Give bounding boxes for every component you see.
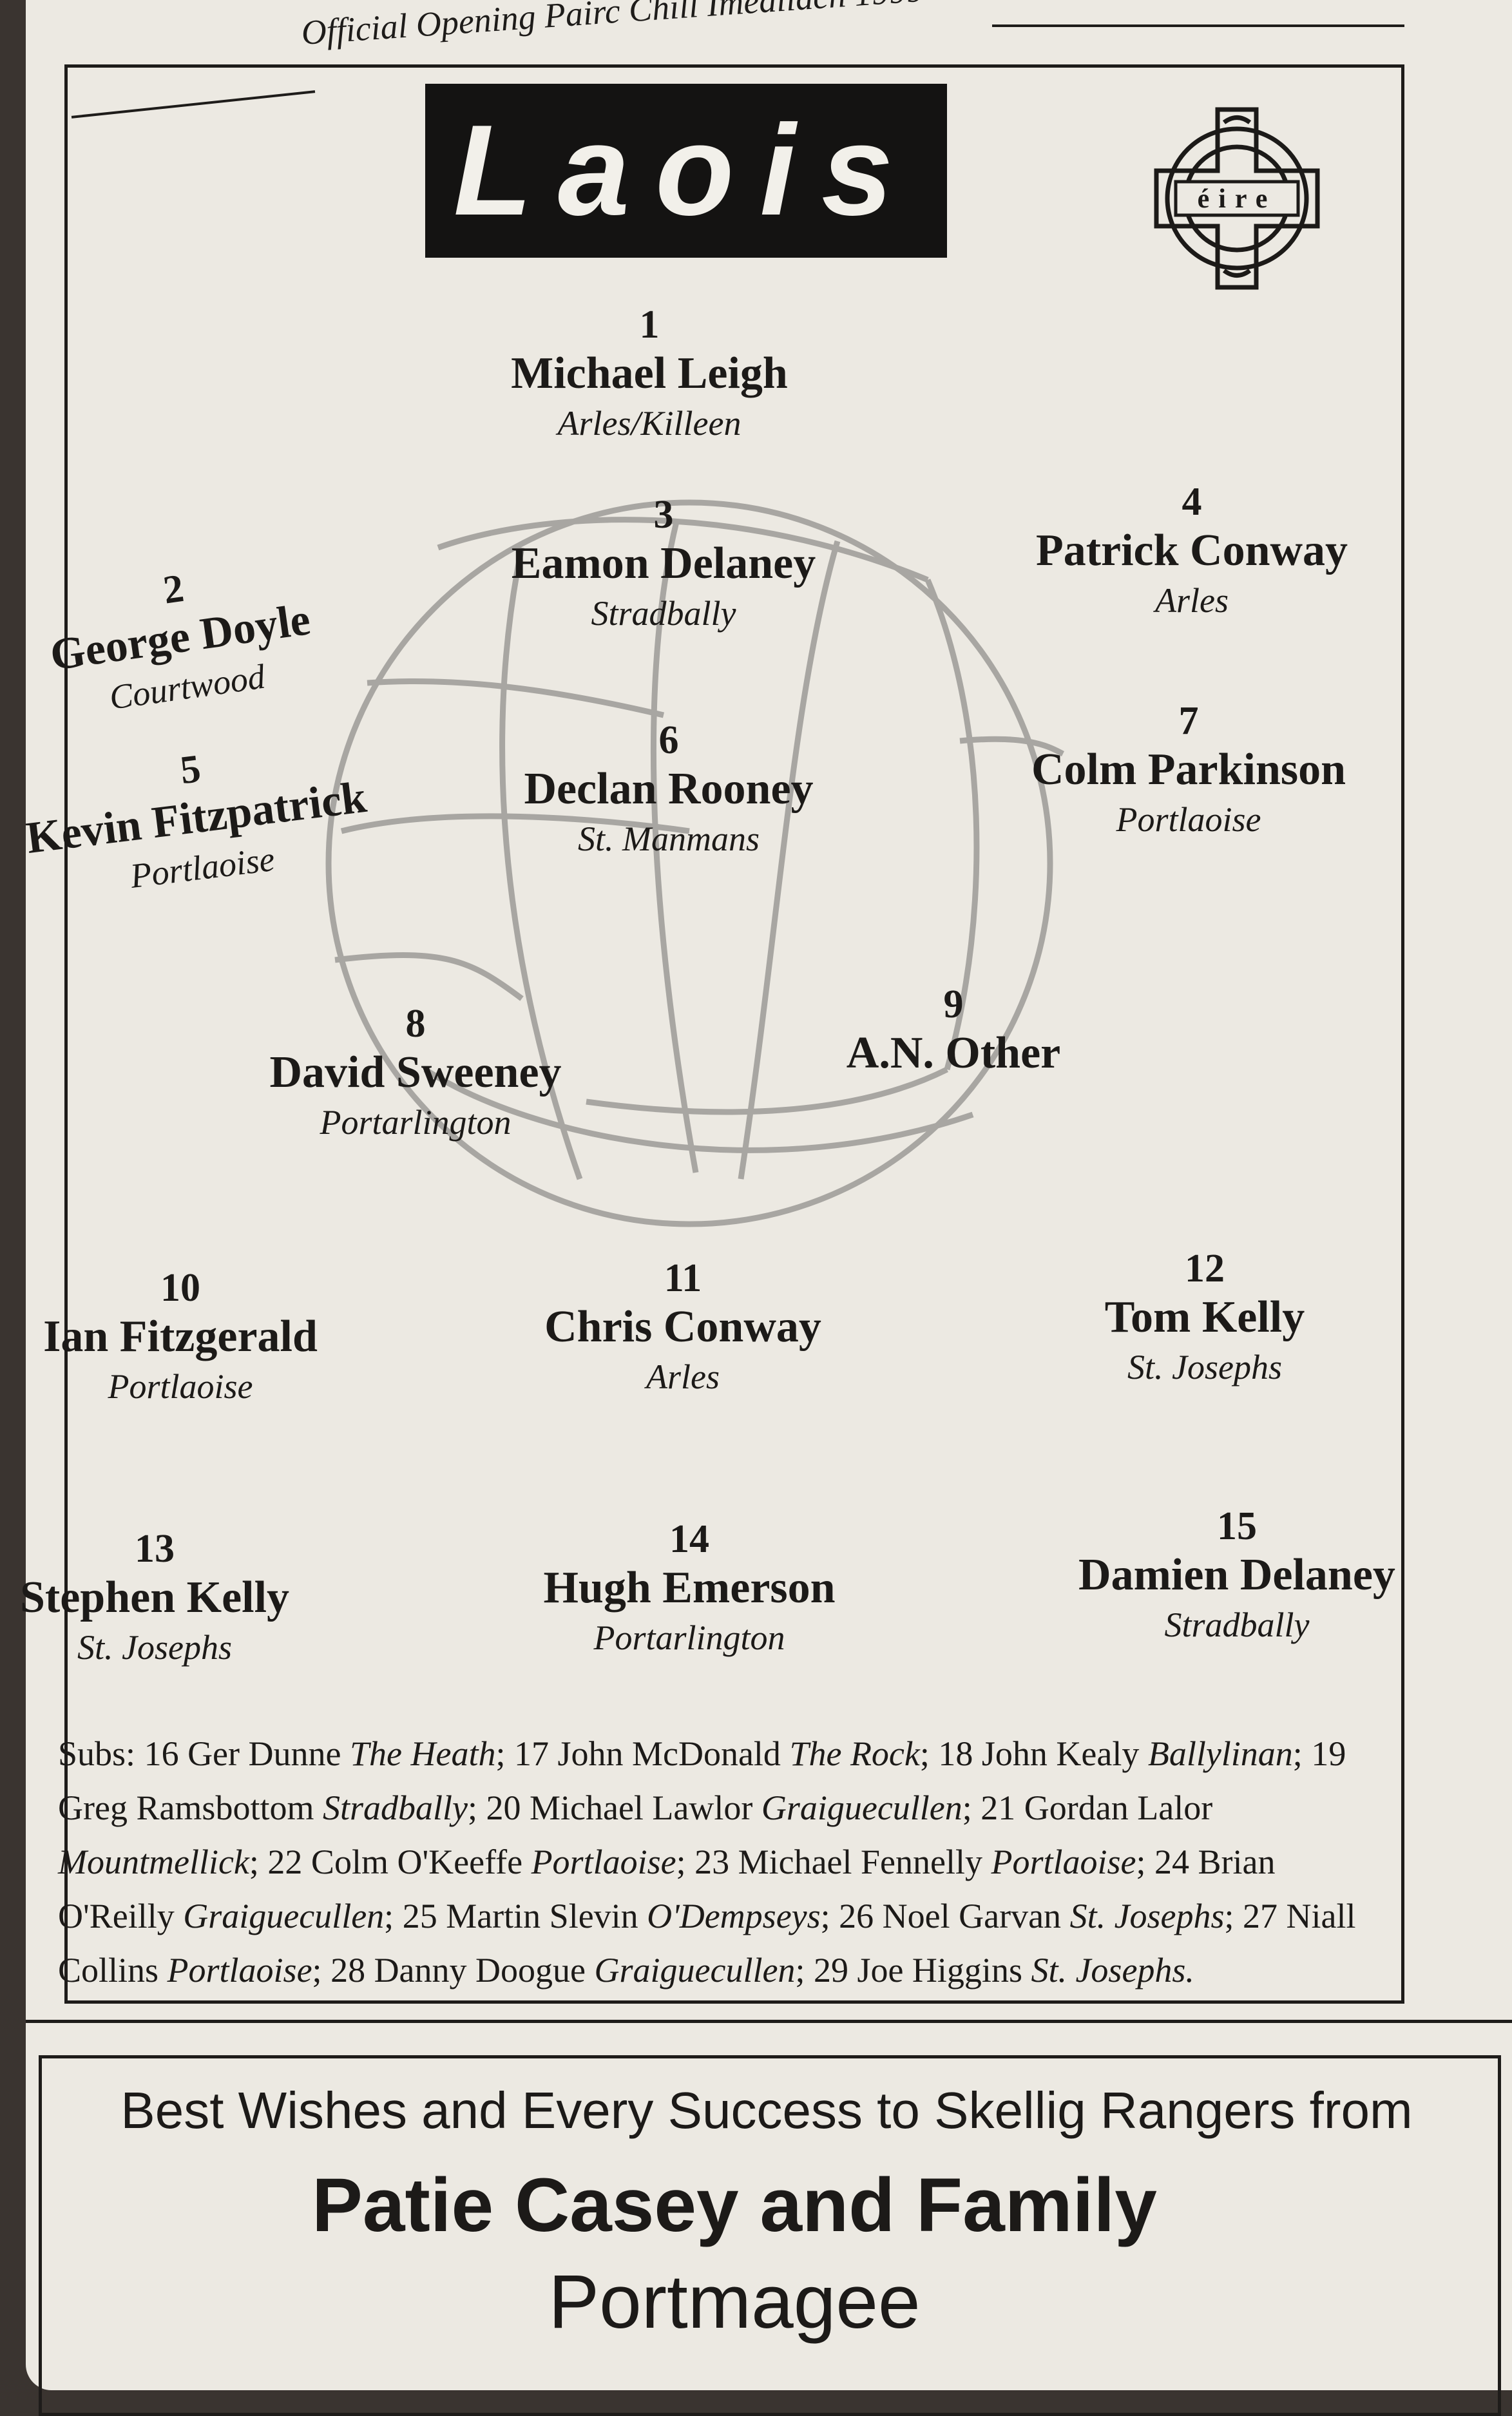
sub-club: Graiguecullen (183, 1897, 385, 1935)
player-number: 1 (639, 303, 660, 347)
player-number: 8 (405, 1002, 426, 1046)
sub-club: Portlaoise (531, 1843, 676, 1881)
player-name: Michael Leigh (511, 349, 788, 399)
player-11: 11 Chris Conway Arles (457, 1256, 908, 1399)
player-club: Stradbally (1164, 1606, 1310, 1645)
subs-label: Subs: (58, 1734, 136, 1773)
sub-name: 25 Martin Slevin (402, 1897, 638, 1935)
player-name: Patrick Conway (1035, 526, 1348, 576)
player-number: 13 (135, 1527, 175, 1571)
sub-name: 28 Danny Doogue (330, 1951, 586, 1989)
sub-club: Portlaoise (991, 1843, 1136, 1881)
programme-page: Official Opening Pairc Chill Imeallach 1… (20, 0, 1512, 2416)
player-15: 15 Damien Delaney Stradbally (1011, 1504, 1462, 1647)
team-title-box: Laois (425, 84, 947, 258)
sub-name: 26 Noel Garvan (839, 1897, 1062, 1935)
player-name: Eamon Delaney (511, 539, 816, 589)
sub-name: 16 Ger Dunne (144, 1734, 341, 1773)
header-rule (992, 24, 1404, 27)
player-number: 10 (160, 1266, 200, 1310)
section-divider (26, 2020, 1512, 2023)
player-name: Chris Conway (544, 1302, 821, 1352)
player-name: Colm Parkinson (1031, 745, 1346, 795)
player-club: Arles (646, 1357, 720, 1397)
sub-club: The Rock (789, 1734, 920, 1773)
player-12: 12 Tom Kelly St. Josephs (979, 1247, 1430, 1390)
player-club: Arles/Killeen (557, 404, 742, 443)
sub-club: O'Dempseys (647, 1897, 821, 1935)
player-club: Portlaoise (1116, 800, 1261, 839)
player-number: 9 (943, 983, 964, 1026)
player-8: 8 David Sweeney Portarlington (190, 1002, 641, 1145)
player-7: 7 Colm Parkinson Portlaoise (963, 699, 1414, 842)
player-number: 11 (664, 1256, 702, 1300)
player-1: 1 Michael Leigh Arles/Killeen (424, 303, 875, 446)
gaa-crest-icon: éire (1154, 107, 1320, 290)
player-name: Tom Kelly (1104, 1292, 1305, 1343)
player-name: A.N. Other (846, 1028, 1061, 1079)
player-9: 9 A.N. Other (728, 983, 1179, 1080)
player-club: St. Manmans (578, 820, 760, 859)
sub-club: Ballylinan (1147, 1734, 1293, 1773)
player-14: 14 Hugh Emerson Portarlington (464, 1517, 915, 1660)
header-caption: Official Opening Pairc Chill Imeallach 1… (300, 0, 925, 53)
advert-sponsor: Patie Casey and Family (312, 2163, 1157, 2248)
advert-tagline: Best Wishes and Every Success to Skellig… (120, 2082, 1413, 2139)
sub-name: 24 Brian O'Reilly (58, 1843, 1276, 1935)
player-number: 12 (1185, 1247, 1225, 1290)
sub-name: 20 Michael Lawlor (486, 1788, 753, 1827)
sub-name: 23 Michael Fennelly (694, 1843, 982, 1881)
player-club: Stradbally (591, 594, 736, 633)
sub-name: 22 Colm O'Keeffe (267, 1843, 523, 1881)
player-number: 3 (653, 493, 674, 537)
player-number: 15 (1217, 1504, 1257, 1548)
player-number: 7 (1178, 699, 1199, 743)
player-name: Damien Delaney (1078, 1550, 1395, 1600)
player-6: 6 Declan Rooney St. Manmans (443, 718, 894, 861)
sub-club: Graiguecullen (594, 1951, 796, 1989)
sub-name: 17 John McDonald (513, 1734, 781, 1773)
team-sheet-frame (64, 64, 1404, 2004)
player-name: Hugh Emerson (543, 1563, 836, 1613)
sub-club: Mountmellick (58, 1843, 249, 1881)
player-number: 6 (658, 718, 679, 762)
crest-text: éire (1198, 184, 1277, 214)
player-club: St. Josephs (77, 1628, 232, 1667)
sub-club: St. Josephs (1069, 1897, 1225, 1935)
sub-name: 19 Greg Ramsbottom (58, 1734, 1346, 1827)
player-number: 4 (1182, 480, 1202, 524)
football-illustration (325, 499, 1065, 1227)
sub-club: The Heath (349, 1734, 496, 1773)
sub-name: 29 Joe Higgins (813, 1951, 1022, 1989)
player-club: Portlaoise (108, 1367, 253, 1406)
player-club: Portarlington (320, 1103, 512, 1142)
substitutes-list: Subs: 16 Ger Dunne The Heath; 17 John Mc… (58, 1734, 1356, 1989)
team-name: Laois (453, 99, 919, 242)
player-name: Stephen Kelly (19, 1573, 290, 1623)
sub-club: Portlaoise (167, 1951, 312, 1989)
player-club: Arles (1155, 581, 1229, 620)
player-name: Declan Rooney (524, 764, 814, 814)
player-13: 13 Stephen Kelly St. Josephs (0, 1527, 380, 1670)
sub-name: 27 Niall Collins (58, 1897, 1356, 1989)
player-3: 3 Eamon Delaney Stradbally (438, 493, 889, 636)
sub-club: Stradbally (322, 1788, 468, 1827)
player-number: 14 (669, 1517, 709, 1561)
player-club: St. Josephs (1127, 1348, 1282, 1387)
player-name: David Sweeney (269, 1048, 562, 1098)
advert-location: Portmagee (548, 2259, 921, 2344)
player-club: Portarlington (593, 1618, 785, 1658)
sub-name: 18 John Kealy (938, 1734, 1140, 1773)
player-10: 10 Ian Fitzgerald Portlaoise (0, 1266, 406, 1409)
sub-name: 21 Gordan Lalor (981, 1788, 1213, 1827)
sub-club: St. Josephs. (1031, 1951, 1194, 1989)
player-4: 4 Patrick Conway Arles (966, 480, 1417, 623)
player-name: Ian Fitzgerald (43, 1312, 318, 1362)
sub-club: Graiguecullen (761, 1788, 962, 1827)
